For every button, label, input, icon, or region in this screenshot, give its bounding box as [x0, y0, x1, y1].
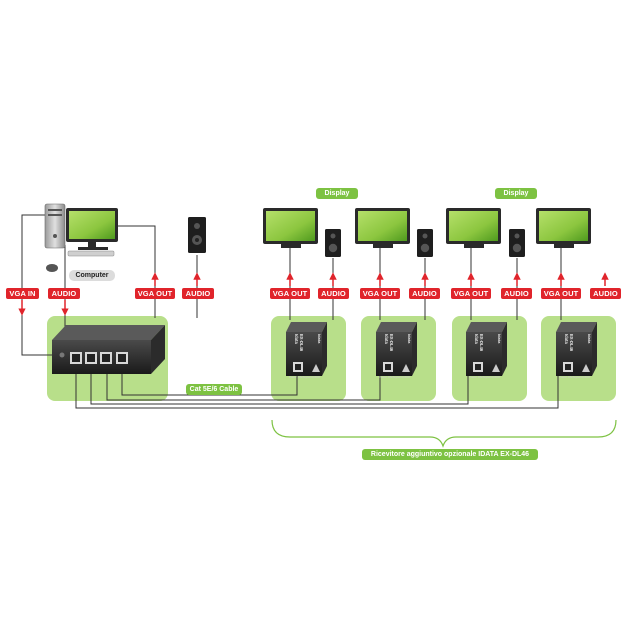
receiver-box-icon — [466, 322, 507, 376]
device-brand-text: Idata — [474, 334, 479, 344]
monitor-icon — [446, 208, 501, 248]
receiver-brace — [271, 419, 617, 448]
monitor-icon — [263, 208, 318, 248]
receiver-box-icon — [376, 322, 417, 376]
audio-out-tag-tx: AUDIO — [182, 288, 214, 299]
receiver-device-text: EX-DL46 Idata Idata Power ON/Signal AUDI… — [289, 334, 592, 379]
speaker-icon — [509, 229, 525, 257]
device-brand-text: Idata — [294, 334, 299, 344]
audio-tag-rx4: AUDIO — [590, 288, 621, 299]
rj45-port-icon — [116, 352, 128, 364]
rj45-port-icon — [70, 352, 82, 364]
device-brand-text: Idata — [317, 334, 322, 344]
device-port-caption: Power ON/Signal AUDIO — [379, 375, 411, 379]
vga-out-tag-rx4: VGA OUT — [541, 288, 581, 299]
rj45-port-icon — [473, 362, 483, 372]
arrows — [18, 272, 609, 316]
audio-in-tag: AUDIO — [48, 288, 80, 299]
monitor-icon — [66, 208, 118, 257]
receiver-note-label: Ricevitore aggiuntivo opzionale IDATA EX… — [362, 449, 538, 460]
display-label-1: Display — [316, 188, 358, 199]
vga-out-tag-rx1: VGA OUT — [270, 288, 310, 299]
rj45-port-icon — [383, 362, 393, 372]
device-port-caption: Power ON/Signal AUDIO — [289, 375, 321, 379]
vga-out-tag-rx2: VGA OUT — [360, 288, 400, 299]
vga-in-tag: VGA IN — [6, 288, 39, 299]
device-brand-text: Idata — [384, 334, 389, 344]
audio-tag-rx3: AUDIO — [501, 288, 532, 299]
computer-label: Computer — [69, 270, 115, 281]
rj45-port-icon — [563, 362, 573, 372]
monitor-icon — [536, 208, 591, 248]
rj45-port-icon — [293, 362, 303, 372]
vga-out-tag-rx3: VGA OUT — [451, 288, 491, 299]
device-model-text: EX-DL46 — [569, 334, 574, 352]
display-label-2: Display — [495, 188, 537, 199]
device-brand-text: Idata — [497, 334, 502, 344]
device-model-text: EX-DL46 — [299, 334, 304, 352]
speaker-icon — [325, 229, 341, 257]
receiver-box-icon — [286, 322, 327, 376]
computer-tower-icon — [44, 203, 66, 272]
receiver-box-icon — [556, 322, 597, 376]
speaker-icon — [417, 229, 433, 257]
device-port-caption: Power ON/Signal AUDIO — [559, 375, 591, 379]
device-brand-text: Idata — [587, 334, 592, 344]
audio-tag-rx2: AUDIO — [409, 288, 440, 299]
cable-label: Cat 5E/6 Cable — [186, 384, 242, 395]
rj45-port-icon — [85, 352, 97, 364]
device-brand-text: Idata — [407, 334, 412, 344]
speaker-icon — [188, 217, 206, 253]
monitor-icon — [355, 208, 410, 248]
device-model-text: EX-DL46 — [389, 334, 394, 352]
vga-out-tag-tx: VGA OUT — [135, 288, 175, 299]
device-brand-text: Idata — [564, 334, 569, 344]
transmitter-box-icon — [52, 325, 165, 374]
device-model-text: EX-DL46 — [479, 334, 484, 352]
device-port-caption: Power ON/Signal AUDIO — [469, 375, 501, 379]
audio-tag-rx1: AUDIO — [318, 288, 349, 299]
rj45-port-icon — [100, 352, 112, 364]
